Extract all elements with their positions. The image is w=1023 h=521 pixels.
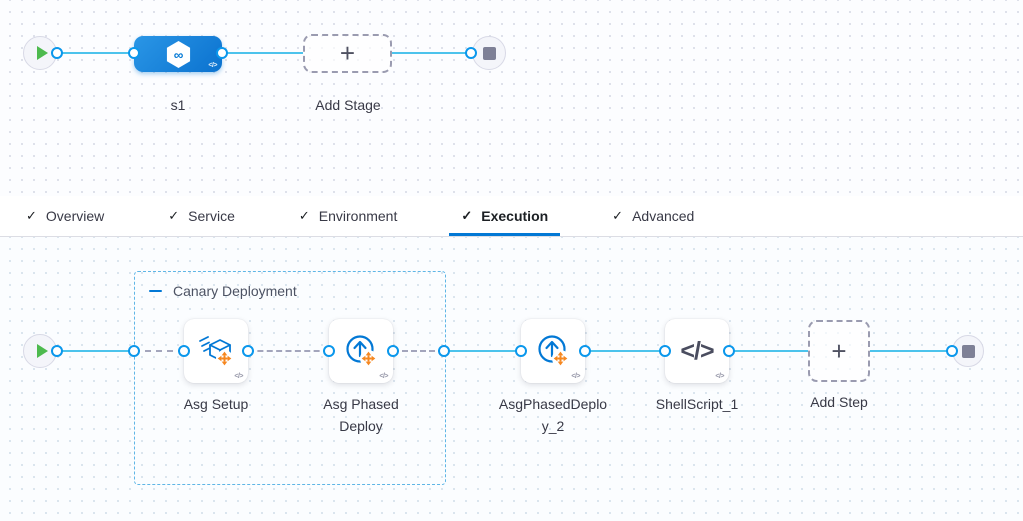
tab-label: Overview: [45, 208, 105, 224]
tab-service[interactable]: ✓ Service: [156, 196, 247, 236]
tab-label: Service: [188, 208, 235, 224]
link-port[interactable]: [465, 47, 477, 59]
step-card-asg-setup[interactable]: </>: [184, 319, 248, 383]
step-link-line: [585, 350, 665, 352]
tab-label: Environment: [318, 208, 398, 224]
stage-link-line: [392, 52, 471, 54]
asg-phased-deploy-icon: [538, 335, 569, 367]
svg-text:∞: ∞: [173, 47, 183, 62]
link-port[interactable]: [946, 345, 958, 357]
stage-label: s1: [170, 97, 186, 113]
step-link-line: [729, 350, 808, 352]
check-icon: ✓: [461, 208, 473, 223]
step-link-line: [870, 350, 952, 352]
code-badge-icon: </>: [379, 373, 388, 380]
stage-link-line: [222, 52, 303, 54]
step-card-shellscript-1[interactable]: </> </>: [665, 319, 729, 383]
code-badge-icon: </>: [208, 62, 217, 69]
execution-graph-canvas: Canary Deployment: [0, 237, 1023, 521]
step-label: AsgPhasedDeploy_2: [498, 396, 608, 434]
link-port[interactable]: [51, 47, 63, 59]
link-port[interactable]: [438, 345, 450, 357]
tab-label: Advanced: [632, 208, 695, 224]
play-icon: [37, 344, 48, 358]
link-port[interactable]: [723, 345, 735, 357]
pipeline-end-node: [472, 36, 506, 70]
step-card-asg-phased-deploy-2[interactable]: </>: [521, 319, 585, 383]
stage-config-tabs: ✓ Overview ✓ Service ✓ Environment ✓ Exe…: [0, 196, 1023, 237]
link-port[interactable]: [216, 47, 228, 59]
link-port[interactable]: [515, 345, 527, 357]
group-title: Canary Deployment: [173, 283, 297, 299]
step-link-line: [57, 350, 134, 352]
step-dashed-link: [393, 350, 444, 352]
asg-phased-deploy-icon: [346, 335, 377, 367]
stop-icon: [961, 344, 975, 358]
link-port[interactable]: [51, 345, 63, 357]
link-port[interactable]: [242, 345, 254, 357]
step-card-asg-phased-deploy[interactable]: </>: [329, 319, 393, 383]
stop-icon: [482, 46, 496, 60]
link-port[interactable]: [323, 345, 335, 357]
plus-icon: +: [831, 335, 847, 366]
link-port[interactable]: [178, 345, 190, 357]
add-stage-label: Add Stage: [315, 97, 381, 113]
add-stage-button[interactable]: +: [303, 34, 392, 73]
tab-overview[interactable]: ✓ Overview: [14, 196, 116, 236]
tab-execution[interactable]: ✓ Execution: [449, 196, 560, 236]
link-port[interactable]: [579, 345, 591, 357]
stage-link-line: [57, 52, 134, 54]
add-step-label: Add Step: [810, 394, 868, 410]
step-label: Asg Phased Deploy: [323, 396, 399, 434]
add-step-button[interactable]: +: [808, 320, 870, 382]
step-label: ShellScript_1: [655, 396, 739, 412]
link-port[interactable]: [387, 345, 399, 357]
link-port[interactable]: [128, 345, 140, 357]
play-icon: [37, 46, 48, 60]
step-label: Asg Setup: [183, 396, 249, 412]
shell-script-icon: </>: [680, 336, 714, 365]
check-icon: ✓: [168, 208, 180, 223]
code-badge-icon: </>: [571, 373, 580, 380]
step-link-line: [444, 350, 521, 352]
code-badge-icon: </>: [715, 373, 724, 380]
step-dashed-link: [134, 350, 184, 352]
step-dashed-link: [248, 350, 329, 352]
stage-node-s1[interactable]: ∞ </>: [134, 36, 222, 72]
canary-deployment-group: [134, 271, 446, 485]
asg-setup-icon: [199, 336, 233, 367]
stage-graph-canvas: ∞ </> + s1 Add Stage: [0, 0, 1023, 196]
check-icon: ✓: [26, 208, 37, 223]
check-icon: ✓: [298, 208, 310, 223]
collapse-minus-icon[interactable]: [148, 284, 162, 298]
link-port[interactable]: [659, 345, 671, 357]
code-badge-icon: </>: [234, 373, 243, 380]
tab-advanced[interactable]: ✓ Advanced: [600, 196, 706, 236]
check-icon: ✓: [612, 208, 624, 223]
tab-environment[interactable]: ✓ Environment: [287, 196, 410, 236]
plus-icon: +: [339, 38, 356, 68]
link-port[interactable]: [128, 47, 140, 59]
tab-label: Execution: [481, 208, 549, 224]
cd-stage-icon: ∞: [166, 40, 190, 68]
